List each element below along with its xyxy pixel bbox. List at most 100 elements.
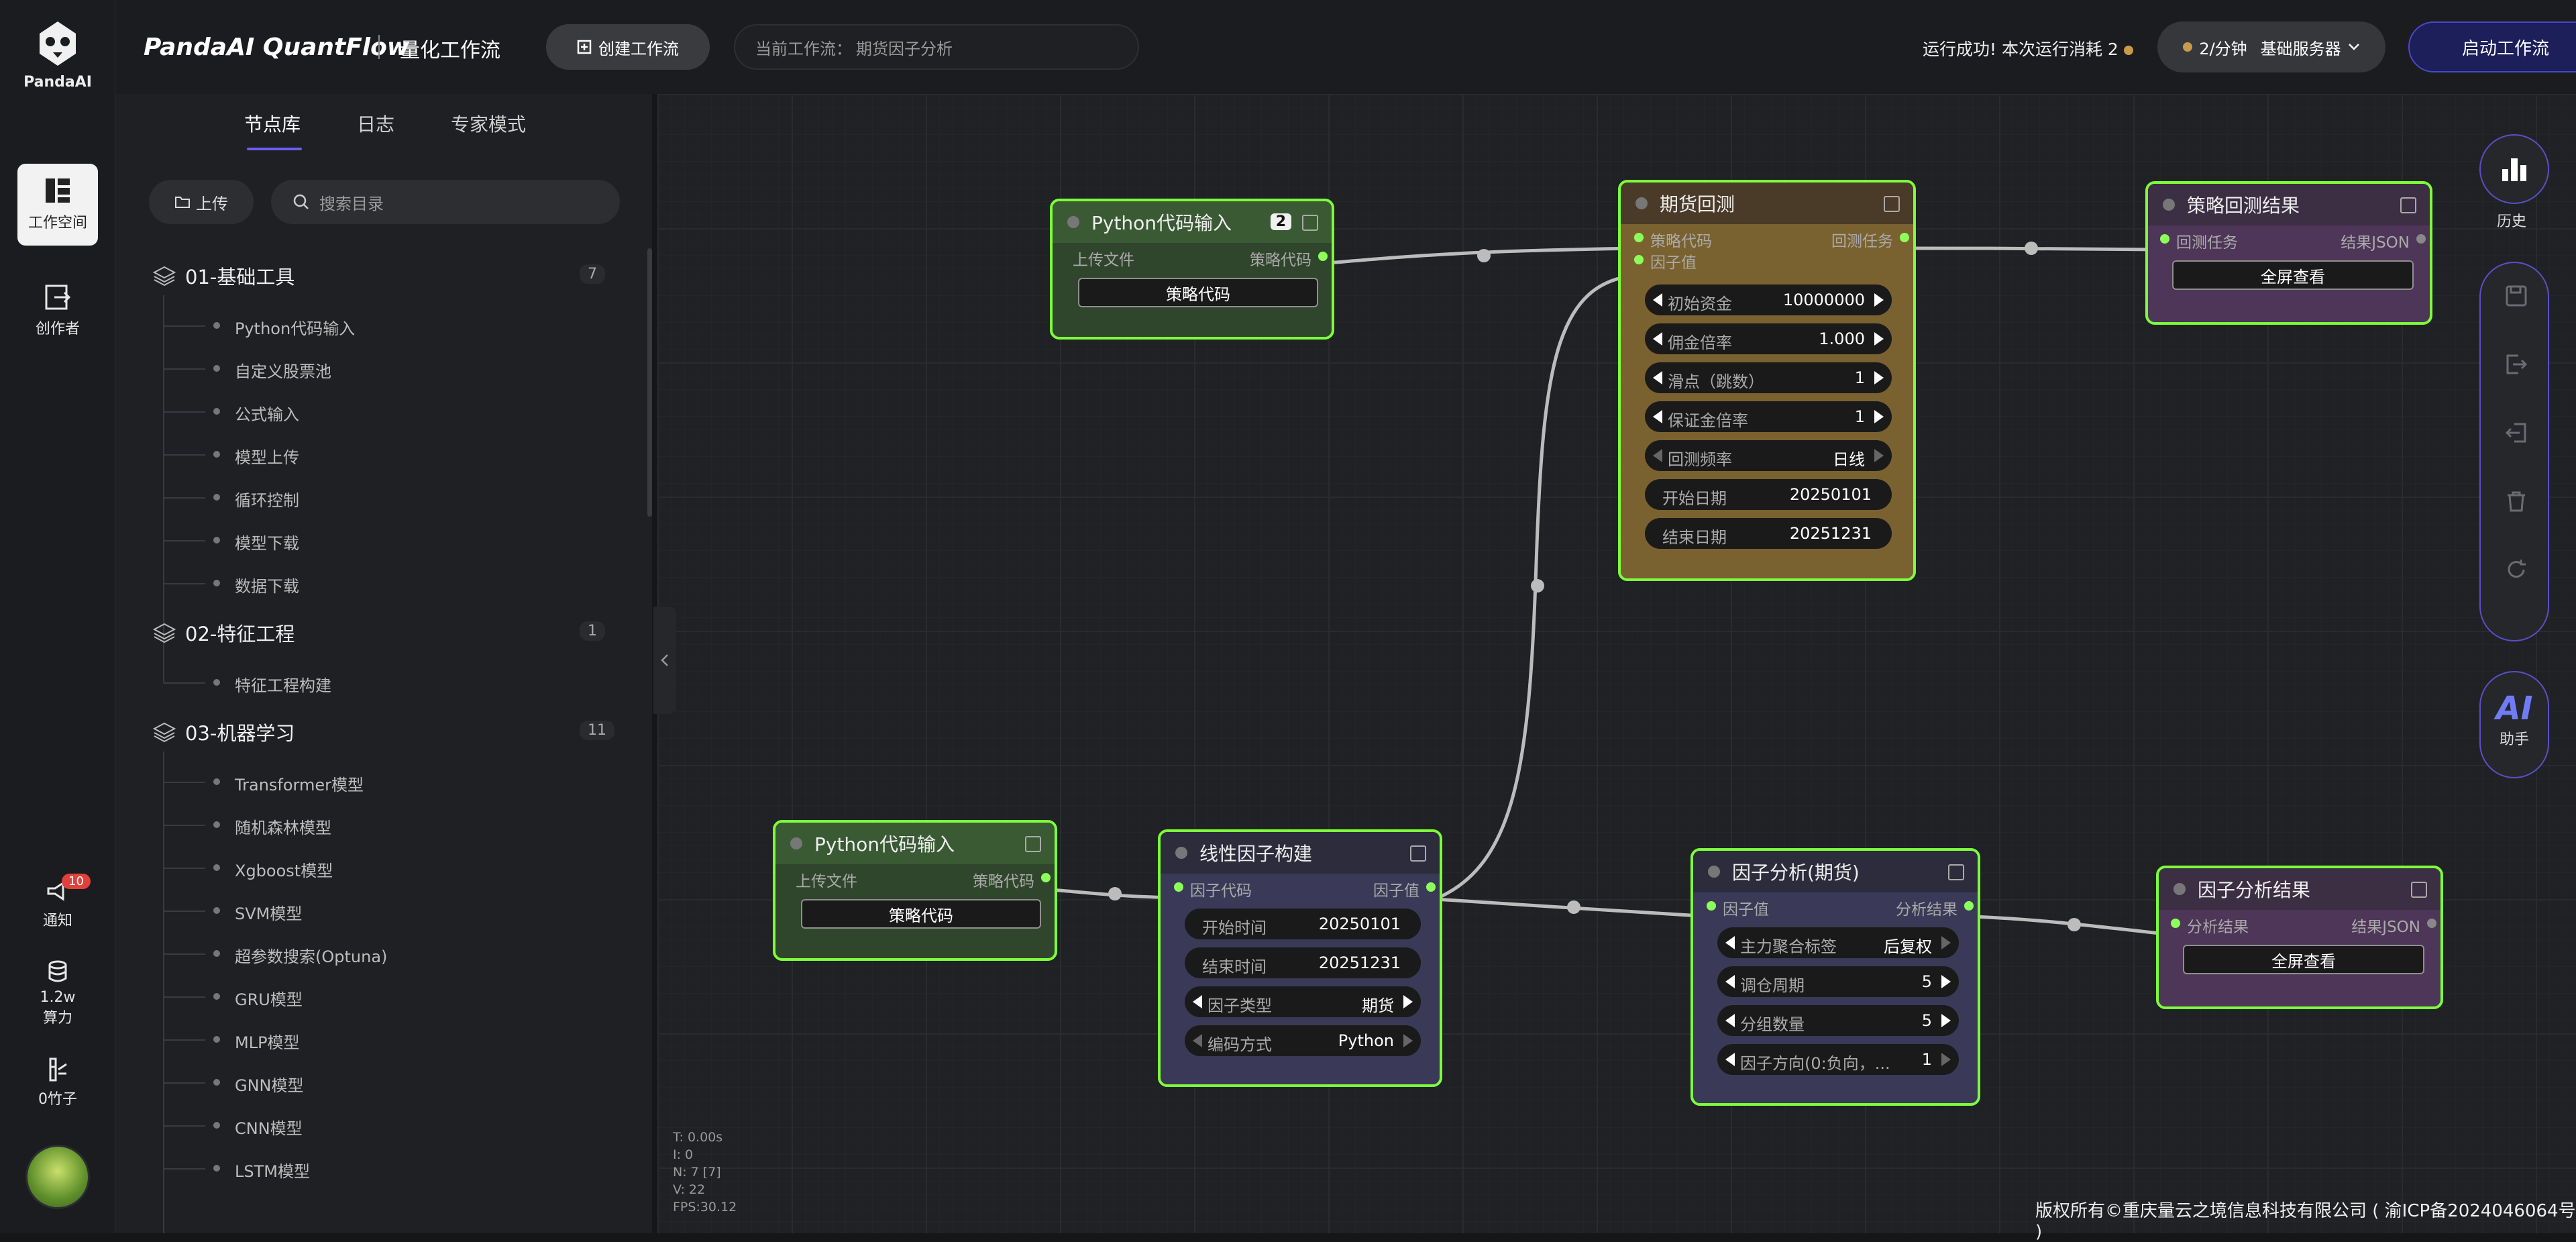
field-start-date[interactable]: 开始日期 20250101	[1645, 479, 1892, 510]
increment-arrow-icon[interactable]	[1941, 1014, 1951, 1027]
ai-assistant-button[interactable]: AI 助手	[2479, 671, 2549, 778]
increment-arrow-icon[interactable]	[1874, 410, 1884, 423]
decrement-arrow-icon[interactable]	[1725, 936, 1735, 949]
create-workflow-button[interactable]: 创建工作流	[546, 24, 710, 70]
field-margin-multiplier[interactable]: 保证金倍率 1	[1645, 401, 1892, 432]
trash-icon[interactable]	[2505, 490, 2528, 513]
port-strategy-code[interactable]: 策略代码	[973, 873, 1034, 890]
node-linear-factor[interactable]: 线性因子构建 因子代码 因子值 开始时间 20250101 结束时间 20251…	[1158, 829, 1442, 1087]
output-port-dot[interactable]	[2416, 234, 2426, 244]
export-icon[interactable]	[2505, 353, 2528, 376]
field-end-time[interactable]: 结束时间 20251231	[1185, 947, 1421, 978]
field-end-date[interactable]: 结束日期 20251231	[1645, 518, 1892, 549]
category-basic-tools[interactable]: 01-基础工具	[153, 262, 294, 290]
input-port-dot[interactable]	[1707, 901, 1716, 911]
node-header[interactable]: 期货回测	[1621, 183, 1913, 224]
input-port-dot[interactable]	[2171, 919, 2180, 928]
output-port-dot[interactable]	[1900, 233, 1909, 242]
decrement-arrow-icon[interactable]	[1193, 995, 1202, 1008]
node-header[interactable]: 策略回测结果	[2148, 184, 2430, 225]
node-item-formula-input[interactable]: 公式输入	[235, 405, 299, 424]
tab-node-library[interactable]: 节点库	[244, 113, 301, 136]
port-upload-file[interactable]: 上传文件	[796, 873, 857, 890]
search-input[interactable]: 搜索目录	[271, 180, 620, 224]
node-header[interactable]: 线性因子构建	[1161, 832, 1440, 874]
node-item-cnn[interactable]: CNN模型	[235, 1119, 303, 1138]
node-strategy-result[interactable]: 策略回测结果 回测任务 结果JSON 全屏查看	[2145, 181, 2432, 325]
node-item-mlp[interactable]: MLP模型	[235, 1033, 300, 1052]
rail-item-creator[interactable]: 创作者	[17, 283, 98, 338]
node-item-custom-pool[interactable]: 自定义股票池	[235, 362, 331, 381]
edit-icon[interactable]	[1948, 864, 1964, 880]
field-factor-direction[interactable]: 因子方向(0:负向，... 1	[1717, 1044, 1959, 1075]
upload-button[interactable]: 上传	[149, 180, 254, 224]
fullscreen-view-button[interactable]: 全屏查看	[2172, 260, 2414, 290]
refresh-icon[interactable]	[2505, 558, 2528, 581]
node-item-xgboost[interactable]: Xgboost模型	[235, 862, 333, 880]
rail-item-bamboo[interactable]: 0竹子	[17, 1057, 98, 1108]
increment-arrow-icon[interactable]	[1941, 1053, 1951, 1066]
node-header[interactable]: 因子分析(期货)	[1693, 851, 1978, 892]
fullscreen-view-button[interactable]: 全屏查看	[2183, 945, 2424, 974]
input-port-dot[interactable]	[1634, 233, 1644, 242]
output-port-dot[interactable]	[2427, 919, 2436, 928]
decrement-arrow-icon[interactable]	[1725, 1053, 1735, 1066]
rail-item-notify[interactable]: 10 通知	[17, 874, 98, 930]
node-item-model-download[interactable]: 模型下载	[235, 534, 299, 553]
output-port-dot[interactable]	[1318, 252, 1328, 261]
increment-arrow-icon[interactable]	[1403, 1034, 1413, 1047]
node-item-random-forest[interactable]: 随机森林模型	[235, 819, 331, 837]
output-port-dot[interactable]	[1964, 901, 1974, 911]
history-button[interactable]	[2479, 134, 2549, 204]
field-group-count[interactable]: 分组数量 5	[1717, 1005, 1959, 1036]
decrement-arrow-icon[interactable]	[1725, 1014, 1735, 1027]
edit-icon[interactable]	[2411, 882, 2427, 898]
edit-icon[interactable]	[1884, 196, 1900, 212]
increment-arrow-icon[interactable]	[1941, 936, 1951, 949]
decrement-arrow-icon[interactable]	[1193, 1034, 1202, 1047]
increment-arrow-icon[interactable]	[1403, 995, 1413, 1008]
field-rebalance-period[interactable]: 调仓周期 5	[1717, 966, 1959, 997]
port-strategy-code[interactable]: 策略代码	[1650, 233, 1712, 250]
import-icon[interactable]	[2505, 421, 2528, 444]
start-workflow-button[interactable]: 启动工作流	[2408, 21, 2576, 72]
node-item-lstm[interactable]: LSTM模型	[235, 1162, 310, 1181]
tab-log[interactable]: 日志	[357, 113, 395, 136]
node-item-gnn[interactable]: GNN模型	[235, 1076, 304, 1095]
node-item-data-download[interactable]: 数据下载	[235, 577, 299, 596]
field-slippage[interactable]: 滑点（跳数） 1	[1645, 362, 1892, 393]
decrement-arrow-icon[interactable]	[1725, 975, 1735, 988]
port-strategy-code[interactable]: 策略代码	[1250, 252, 1311, 269]
decrement-arrow-icon[interactable]	[1653, 332, 1662, 346]
strategy-code-button[interactable]: 策略代码	[801, 899, 1041, 929]
node-item-feature-build[interactable]: 特征工程构建	[235, 676, 331, 695]
avatar[interactable]	[25, 1145, 90, 1209]
increment-arrow-icon[interactable]	[1874, 371, 1884, 384]
port-backtest-task[interactable]: 回测任务	[1831, 233, 1893, 250]
port-factor-code[interactable]: 因子代码	[1190, 882, 1252, 900]
panel-scrollbar[interactable]	[647, 248, 652, 517]
field-backtest-frequency[interactable]: 回测频率 日线	[1645, 440, 1892, 471]
node-header[interactable]: 因子分析结果	[2159, 868, 2440, 910]
field-initial-capital[interactable]: 初始资金 10000000	[1645, 284, 1892, 315]
port-analysis-result[interactable]: 分析结果	[1896, 901, 1957, 919]
port-upload-file[interactable]: 上传文件	[1073, 252, 1134, 269]
field-coding-method[interactable]: 编码方式 Python	[1185, 1025, 1421, 1056]
current-workflow-field[interactable]: 当前工作流： 期货因子分析	[734, 24, 1139, 70]
node-item-svm[interactable]: SVM模型	[235, 904, 303, 923]
decrement-arrow-icon[interactable]	[1653, 371, 1662, 384]
node-item-model-upload[interactable]: 模型上传	[235, 448, 299, 467]
port-result-json[interactable]: 结果JSON	[2341, 234, 2410, 252]
node-item-optuna[interactable]: 超参数搜索(Optuna)	[235, 947, 388, 966]
node-python-input-2[interactable]: Python代码输入 上传文件 策略代码 策略代码	[773, 820, 1057, 961]
save-icon[interactable]	[2505, 284, 2528, 307]
increment-arrow-icon[interactable]	[1874, 293, 1884, 307]
edit-icon[interactable]	[2400, 197, 2416, 213]
node-factor-analysis[interactable]: 因子分析(期货) 因子值 分析结果 主力聚合标签 后复权 调仓周期 5 分组数量…	[1690, 848, 1980, 1106]
port-backtest-task[interactable]: 回测任务	[2176, 234, 2238, 252]
edit-icon[interactable]	[1025, 836, 1041, 852]
strategy-code-button[interactable]: 策略代码	[1078, 278, 1318, 307]
edit-icon[interactable]	[1410, 845, 1426, 862]
collapse-panel-handle[interactable]	[653, 607, 676, 714]
category-machine-learning[interactable]: 03-机器学习	[153, 718, 294, 746]
